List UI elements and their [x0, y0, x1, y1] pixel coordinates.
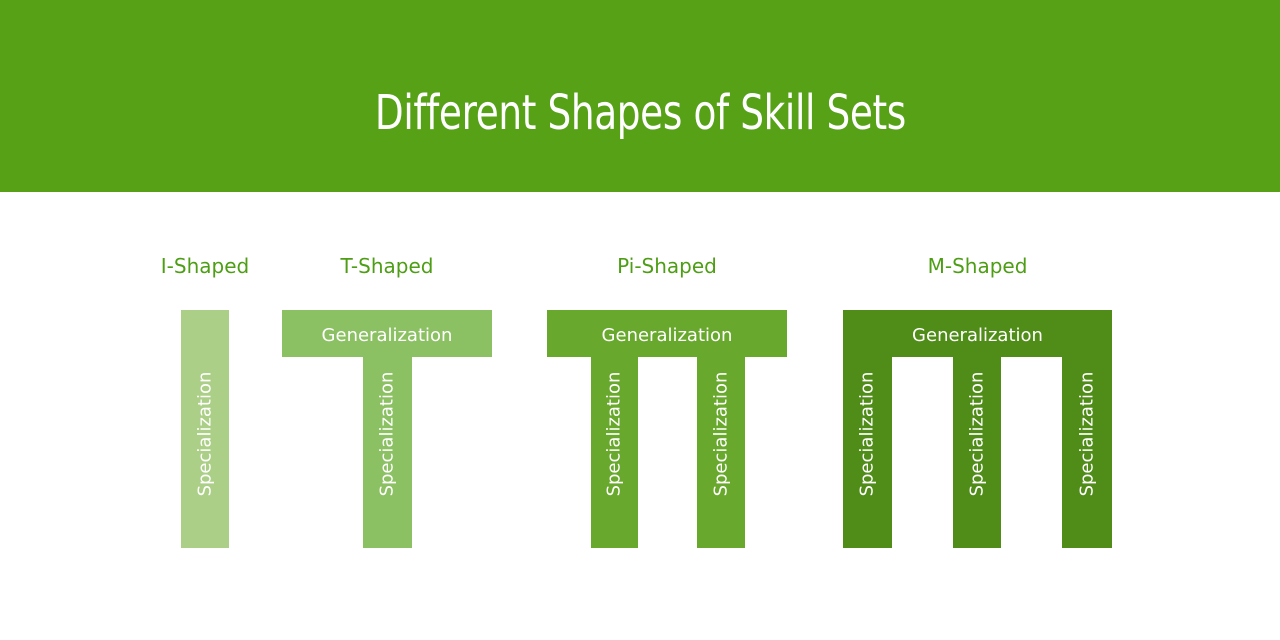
specialization-text: Specialization	[603, 371, 625, 497]
specialization-text: Specialization	[376, 371, 398, 497]
t-specialization-leg	[363, 357, 412, 548]
m-shaped-figure: M-Shaped Generalization Specialization S…	[843, 253, 1112, 548]
title-banner: Different Shapes of Skill Sets	[0, 0, 1280, 192]
t-shaped-label: T-Shaped	[340, 254, 434, 278]
pi-shaped-figure: Pi-Shaped Generalization Specialization …	[547, 253, 787, 548]
page-title: Different Shapes of Skill Sets	[374, 85, 906, 141]
pi-shaped-label: Pi-Shaped	[617, 254, 717, 278]
t-shaped-figure: T-Shaped Generalization Specialization	[282, 253, 492, 548]
pi-specialization-leg-1	[591, 357, 638, 548]
generalization-text: Generalization	[912, 324, 1043, 346]
specialization-text: Specialization	[194, 371, 216, 497]
m-specialization-leg-1	[843, 357, 892, 548]
generalization-text: Generalization	[601, 324, 733, 346]
m-generalization-bar: Generalization	[843, 310, 1112, 357]
m-specialization-leg-3	[1062, 357, 1112, 548]
specialization-text: Specialization	[856, 371, 878, 497]
i-shaped-figure: I-Shaped Specialization	[161, 253, 249, 548]
pi-specialization-leg-2	[697, 357, 745, 548]
m-specialization-leg-2	[953, 357, 1001, 548]
specialization-text: Specialization	[966, 371, 988, 497]
m-shaped-label: M-Shaped	[927, 254, 1028, 278]
t-generalization-bar: Generalization	[282, 310, 492, 357]
specialization-text: Specialization	[1076, 371, 1098, 497]
pi-generalization-bar: Generalization	[547, 310, 787, 357]
i-shaped-label: I-Shaped	[160, 254, 250, 278]
specialization-text: Specialization	[710, 371, 732, 497]
i-specialization-column	[181, 310, 229, 548]
generalization-text: Generalization	[321, 324, 453, 346]
